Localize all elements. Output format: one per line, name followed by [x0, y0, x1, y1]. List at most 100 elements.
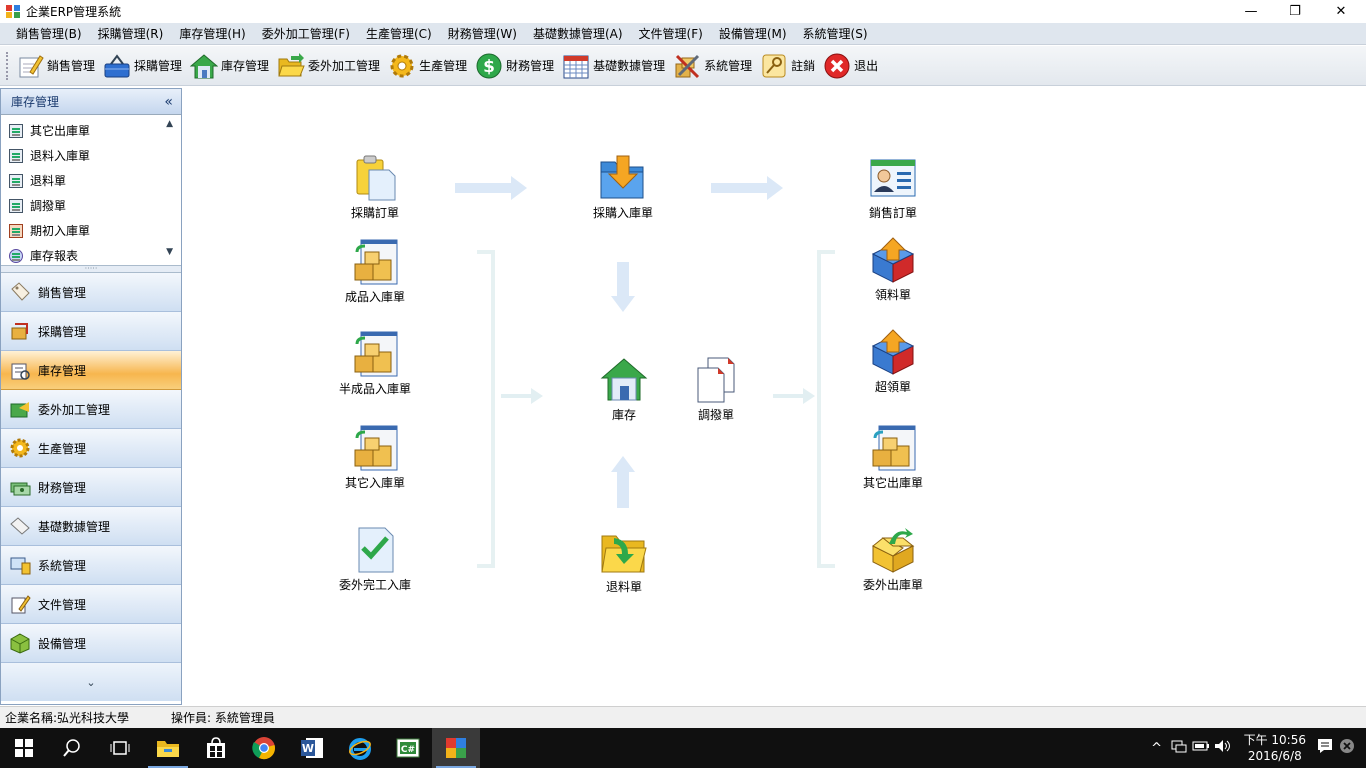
navigation-sidebar: 庫存管理 « ▲ 其它出庫單 退料入庫單 退料單 調撥單 期初入庫單 庫存報表 … — [0, 88, 182, 705]
sidebar-section-equipment[interactable]: 設備管理 — [1, 624, 181, 663]
toolbar-basic-data-label: 基礎數據管理 — [593, 59, 666, 73]
node-label: 其它出庫單 — [862, 476, 923, 490]
toolbar-system-button[interactable]: 系統管理 — [673, 49, 752, 83]
store-icon — [207, 737, 225, 758]
node-over-requisition[interactable]: 超領單 — [859, 328, 927, 395]
clock-time: 下午 10:56 — [1243, 733, 1306, 747]
toolbar-grip[interactable] — [6, 51, 10, 80]
toolbar-sales-button[interactable]: 銷售管理 — [16, 49, 95, 83]
node-other-issue[interactable]: 其它出庫單 — [851, 424, 935, 491]
node-outsource-done-receipt[interactable]: 委外完工入庫 — [329, 526, 421, 593]
toolbar-logout-button[interactable]: 註銷 — [760, 49, 815, 83]
menu-production[interactable]: 生產管理(C) — [365, 26, 432, 41]
volume-icon[interactable] — [1212, 739, 1234, 757]
toolbar-outsource-button[interactable]: 委外加工管理 — [277, 49, 380, 83]
sidebar-section-inventory[interactable]: 庫存管理 — [1, 351, 181, 390]
scroll-down-icon[interactable]: ▼ — [166, 247, 173, 257]
section-label: 庫存管理 — [38, 363, 87, 378]
menu-basic-data[interactable]: 基礎數據管理(A) — [532, 26, 623, 41]
toolbar-finance-button[interactable]: $ 財務管理 — [475, 49, 554, 83]
sidebar-section-outsource[interactable]: 委外加工管理 — [1, 390, 181, 429]
sidebar-section-system[interactable]: 系統管理 — [1, 546, 181, 585]
node-label: 成品入庫單 — [344, 290, 405, 304]
window-title: 企業ERP管理系統 — [26, 5, 122, 19]
toolbar-production-button[interactable]: 生產管理 — [388, 49, 467, 83]
close-circle-icon[interactable] — [1336, 738, 1358, 758]
sidebar-section-basic-data[interactable]: 基礎數據管理 — [1, 507, 181, 546]
app-logo-icon — [6, 4, 20, 19]
sidebar-section-purchase[interactable]: 採購管理 — [1, 312, 181, 351]
start-button[interactable] — [0, 728, 48, 768]
node-finished-receipt[interactable]: 成品入庫單 — [333, 238, 417, 305]
node-semi-receipt[interactable]: 半成品入庫單 — [327, 330, 423, 397]
section-label: 生產管理 — [38, 441, 87, 456]
menu-system[interactable]: 系統管理(S) — [802, 26, 868, 41]
sidebar-item-other-issue[interactable]: 其它出庫單 — [1, 118, 181, 143]
menu-finance[interactable]: 財務管理(W) — [447, 26, 517, 41]
node-material-requisition[interactable]: 領料單 — [859, 236, 927, 303]
toolbar-inventory-button[interactable]: 庫存管理 — [189, 49, 269, 83]
sidebar-item-transfer[interactable]: 調撥單 — [1, 193, 181, 218]
search-button[interactable] — [48, 728, 96, 768]
equipment-box-icon — [9, 632, 31, 654]
menu-equipment[interactable]: 設備管理(M) — [718, 26, 787, 41]
expand-more-icon[interactable]: ⌄ — [86, 675, 96, 689]
taskbar-store[interactable] — [192, 728, 240, 768]
sidebar-item-label: 調撥單 — [30, 199, 67, 213]
taskbar-word[interactable]: W — [288, 728, 336, 768]
node-return-material[interactable]: 退料單 — [589, 528, 659, 595]
menu-documents[interactable]: 文件管理(F) — [638, 26, 703, 41]
close-window-button[interactable]: ✕ — [1318, 0, 1364, 23]
restore-button[interactable]: ❐ — [1272, 0, 1318, 23]
network-icon[interactable] — [1168, 739, 1190, 757]
contact-card-icon — [869, 154, 917, 202]
sidebar-splitter[interactable]: ····· — [1, 265, 181, 273]
node-outsource-issue[interactable]: 委外出庫單 — [851, 526, 935, 593]
toolbar-exit-button[interactable]: 退出 — [823, 49, 878, 83]
node-transfer[interactable]: 調撥單 — [683, 356, 749, 423]
taskbar-erp-app[interactable] — [432, 728, 480, 768]
folder-return-icon — [600, 528, 648, 576]
sidebar-section-finance[interactable]: 財務管理 — [1, 468, 181, 507]
sidebar-section-documents[interactable]: 文件管理 — [1, 585, 181, 624]
sidebar-item-label: 退料單 — [30, 174, 67, 188]
boxes-issue-icon — [869, 424, 917, 472]
sidebar-item-return[interactable]: 退料單 — [1, 168, 181, 193]
node-sales-order[interactable]: 銷售訂單 — [853, 154, 933, 221]
taskbar-file-explorer[interactable] — [144, 728, 192, 768]
key-icon — [760, 52, 788, 80]
task-view-button[interactable] — [96, 728, 144, 768]
sidebar-title: 庫存管理 — [11, 95, 60, 109]
toolbar-basic-data-button[interactable]: 基礎數據管理 — [562, 49, 665, 83]
clock[interactable]: 下午 10:56 2016/6/8 — [1244, 732, 1306, 764]
section-label: 財務管理 — [38, 480, 87, 495]
minimize-button[interactable]: — — [1228, 0, 1274, 23]
taskbar-internet-explorer[interactable] — [336, 728, 384, 768]
sidebar-item-opening-receipt[interactable]: 期初入庫單 — [1, 218, 181, 243]
collapse-sidebar-icon[interactable]: « — [164, 93, 173, 110]
menu-purchase[interactable]: 採購管理(R) — [97, 26, 164, 41]
scroll-up-icon[interactable]: ▲ — [166, 119, 173, 129]
sidebar-section-sales[interactable]: 銷售管理 — [1, 273, 181, 312]
sidebar-item-inventory-report[interactable]: 庫存報表 — [1, 243, 181, 268]
taskbar-visual-studio-csharp[interactable]: C# — [384, 728, 432, 768]
node-inventory[interactable]: 庫存 — [589, 356, 659, 423]
sidebar-item-return-receipt[interactable]: 退料入庫單 — [1, 143, 181, 168]
node-purchase-order[interactable]: 採購訂單 — [345, 154, 405, 221]
document-icon — [9, 148, 23, 163]
menu-inventory[interactable]: 庫存管理(H) — [179, 26, 246, 41]
toolbar-production-label: 生產管理 — [419, 59, 468, 73]
taskbar-chrome[interactable] — [240, 728, 288, 768]
sidebar-section-production[interactable]: 生產管理 — [1, 429, 181, 468]
notifications-icon[interactable] — [1314, 738, 1336, 758]
chevron-up-icon[interactable]: ^ — [1151, 740, 1163, 756]
node-purchase-receipt[interactable]: 採購入庫單 — [581, 154, 665, 221]
arrow-down-icon — [611, 262, 635, 312]
menu-sales[interactable]: 銷售管理(B) — [16, 26, 82, 41]
menu-outsource[interactable]: 委外加工管理(F) — [261, 26, 350, 41]
node-other-receipt[interactable]: 其它入庫單 — [333, 424, 417, 491]
arrow-up-icon — [611, 456, 635, 508]
system-tray: ^ 下午 10:56 2016/6/8 — [1146, 728, 1366, 768]
battery-icon[interactable] — [1190, 740, 1212, 756]
toolbar-purchase-button[interactable]: 採購管理 — [103, 49, 182, 83]
